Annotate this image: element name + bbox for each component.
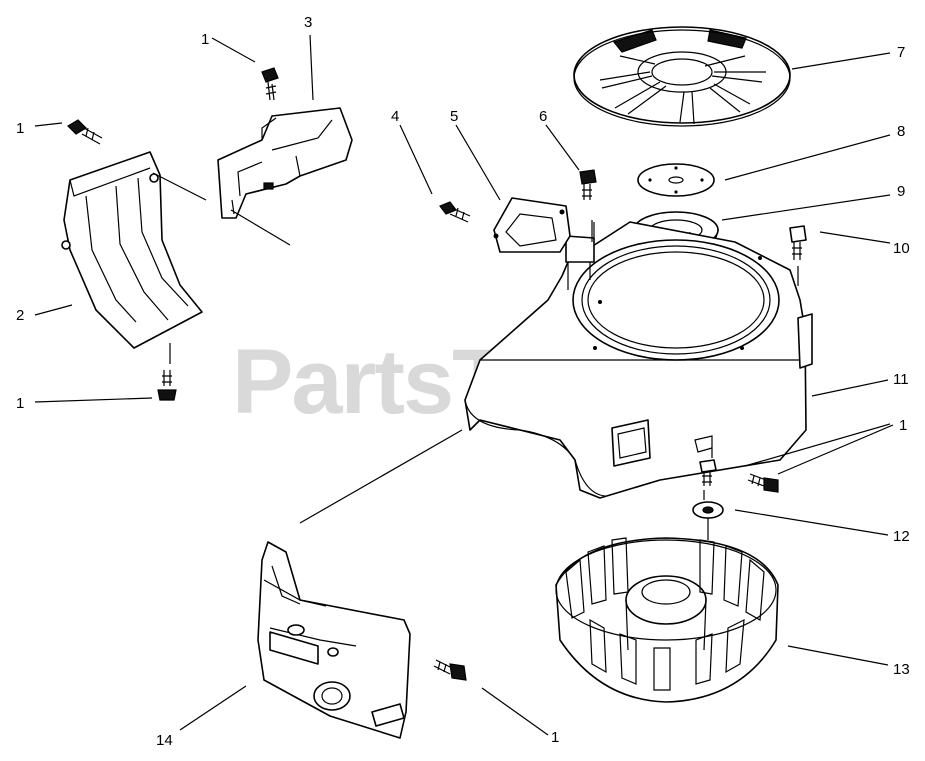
part-plate xyxy=(637,163,715,197)
callout-10: 10 xyxy=(893,240,910,257)
callout-4: 4 xyxy=(391,108,399,125)
leader-1-a xyxy=(211,37,256,63)
callout-13: 13 xyxy=(893,661,910,678)
part-front-baffle xyxy=(257,541,411,739)
part-blower-housing xyxy=(464,221,813,499)
leader-13 xyxy=(787,645,889,666)
callout-6: 6 xyxy=(539,108,547,125)
callout-1-d: 1 xyxy=(899,417,907,434)
part-side-shroud xyxy=(61,151,203,349)
leader-8 xyxy=(724,134,891,181)
leader-6 xyxy=(545,124,580,171)
leader-7 xyxy=(791,52,891,70)
callout-1-c: 1 xyxy=(16,395,24,412)
callout-5: 5 xyxy=(450,108,458,125)
part-bracket xyxy=(217,107,353,219)
leader-1-c xyxy=(34,397,153,403)
bolt-cover-plate xyxy=(439,201,471,223)
bolt-upper-shroud xyxy=(67,119,103,145)
callout-3: 3 xyxy=(304,14,312,31)
callout-7: 7 xyxy=(897,44,905,61)
part-flywheel xyxy=(555,537,779,703)
leader-9 xyxy=(721,194,891,221)
callout-8: 8 xyxy=(897,123,905,140)
callout-11: 11 xyxy=(893,371,909,388)
leader-3 xyxy=(309,34,314,101)
callout-1-a: 1 xyxy=(201,31,209,48)
callout-1-b: 1 xyxy=(16,120,24,137)
callout-9: 9 xyxy=(897,183,905,200)
bolt-housing-6 xyxy=(579,169,597,200)
callout-12: 12 xyxy=(893,528,910,545)
alignment-lines xyxy=(152,172,799,540)
part-cover-plate xyxy=(493,197,571,253)
callout-2: 2 xyxy=(16,307,24,324)
bolt-top-bracket xyxy=(261,67,279,101)
bolt-housing-side xyxy=(747,473,779,493)
leader-2 xyxy=(34,304,73,316)
leader-1-e xyxy=(481,687,549,736)
bolt-housing-10 xyxy=(789,225,807,260)
part-blower-screen xyxy=(573,26,791,127)
part-washer xyxy=(692,501,724,519)
leader-11 xyxy=(811,379,889,397)
leader-4 xyxy=(399,124,433,195)
leader-5 xyxy=(455,124,501,201)
bolt-front-baffle xyxy=(433,659,467,681)
leader-1-d xyxy=(744,423,894,475)
bolt-housing-vertical xyxy=(699,459,717,486)
bolt-lower-shroud xyxy=(157,370,177,401)
leader-10 xyxy=(819,231,891,244)
callout-1-e: 1 xyxy=(551,729,559,746)
leader-12 xyxy=(734,509,889,536)
leader-1-b xyxy=(34,122,63,127)
leader-14 xyxy=(179,685,247,731)
callout-14: 14 xyxy=(156,732,173,749)
